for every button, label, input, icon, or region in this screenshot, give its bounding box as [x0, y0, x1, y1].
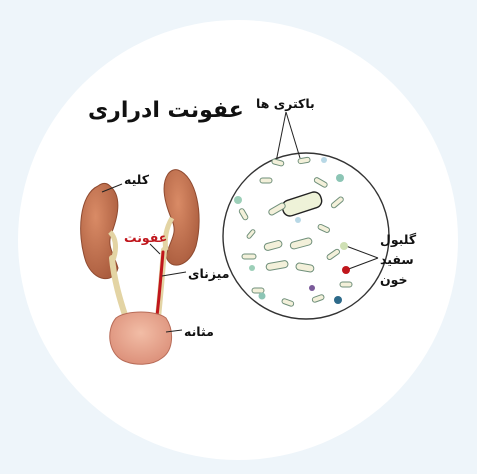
bladder [110, 312, 172, 364]
infection-label: عفونت [124, 230, 167, 245]
cell [321, 157, 327, 163]
cell [334, 296, 342, 304]
bacterium [260, 178, 272, 183]
diagram-title: عفونت ادراری [88, 98, 244, 123]
white-blood-cell [340, 242, 348, 250]
bacterium [242, 254, 256, 259]
bladder-label: مثانه [184, 324, 214, 339]
wbc-label-line1: گلبول [380, 232, 416, 247]
bacterium [340, 282, 352, 287]
cell [309, 285, 315, 291]
cell [295, 217, 301, 223]
cell [336, 174, 344, 182]
bacterium [252, 288, 264, 293]
bacteria-label: باکتری ها [256, 96, 315, 111]
red-blood-cell [342, 266, 350, 274]
cell [234, 196, 242, 204]
cell [259, 293, 266, 300]
kidney-label: کلیه [124, 172, 149, 187]
cell [249, 265, 255, 271]
ureter-label: میزنای [188, 266, 229, 281]
wbc-label-line2: سفید [380, 252, 414, 267]
wbc-label-line3: خون [380, 272, 408, 287]
